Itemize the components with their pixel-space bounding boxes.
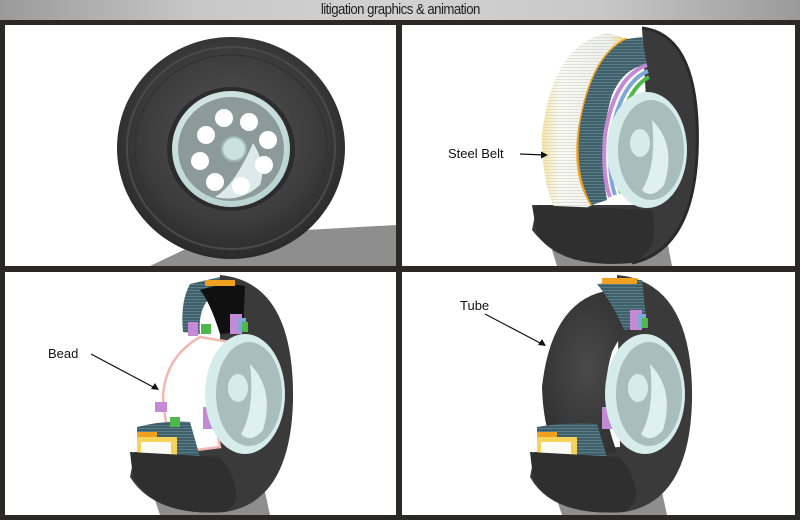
- page-title: litigation graphics & animation: [320, 1, 480, 18]
- callout-label: Steel Belt: [448, 146, 504, 161]
- callout-label: Tube: [460, 298, 490, 313]
- body-ply: [578, 37, 647, 205]
- lug-holes: [191, 109, 277, 195]
- panel-bead: Bead: [5, 272, 396, 515]
- tread-bottom: [530, 452, 637, 513]
- steel-belt-illustration: [532, 26, 699, 266]
- complete-wheel-illustration: [117, 37, 396, 266]
- tread-bottom: [532, 205, 655, 264]
- callout-label: Bead: [48, 346, 79, 361]
- panel-complete-wheel: [5, 25, 396, 266]
- panel-steel-belt: Steel Belt: [402, 25, 795, 266]
- panel-tube: Tube: [402, 272, 795, 515]
- hub: [228, 374, 248, 402]
- tube-illustration: [530, 275, 693, 515]
- bead-illustration: [130, 275, 294, 515]
- tread-bottom: [130, 452, 237, 513]
- hub: [221, 136, 247, 162]
- hub: [628, 374, 648, 402]
- hub: [630, 129, 650, 157]
- page-header: litigation graphics & animation: [0, 0, 800, 20]
- tube: [542, 290, 642, 462]
